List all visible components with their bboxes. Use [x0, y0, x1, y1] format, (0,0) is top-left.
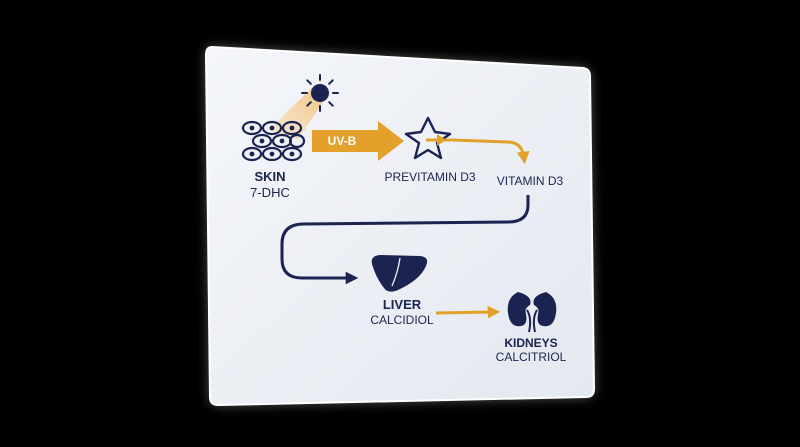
star-molecule-icon	[404, 116, 452, 160]
sun-icon	[301, 74, 339, 112]
skin-subtitle: 7-DHC	[250, 185, 290, 200]
skin-title: SKIN	[254, 169, 285, 184]
uvb-arrow	[312, 121, 404, 161]
arrow-vitamin-to-liver	[280, 195, 530, 285]
kidneys-icon	[507, 292, 557, 333]
liver-subtitle: CALCIDIOL	[370, 313, 434, 327]
arrow-previtamin-to-vitamin	[451, 138, 530, 165]
vitamin-title: VITAMIN D3	[497, 174, 564, 188]
liver-title: LIVER	[383, 297, 422, 312]
kidneys-subtitle: CALCITRIOL	[496, 350, 567, 364]
arrow-liver-to-kidneys	[435, 305, 501, 319]
uvb-label: UV-B	[328, 134, 357, 148]
skin-cells-icon	[241, 120, 306, 162]
liver-icon	[371, 255, 428, 292]
kidneys-title: KIDNEYS	[504, 336, 557, 350]
previtamin-title: PREVITAMIN D3	[384, 170, 475, 184]
